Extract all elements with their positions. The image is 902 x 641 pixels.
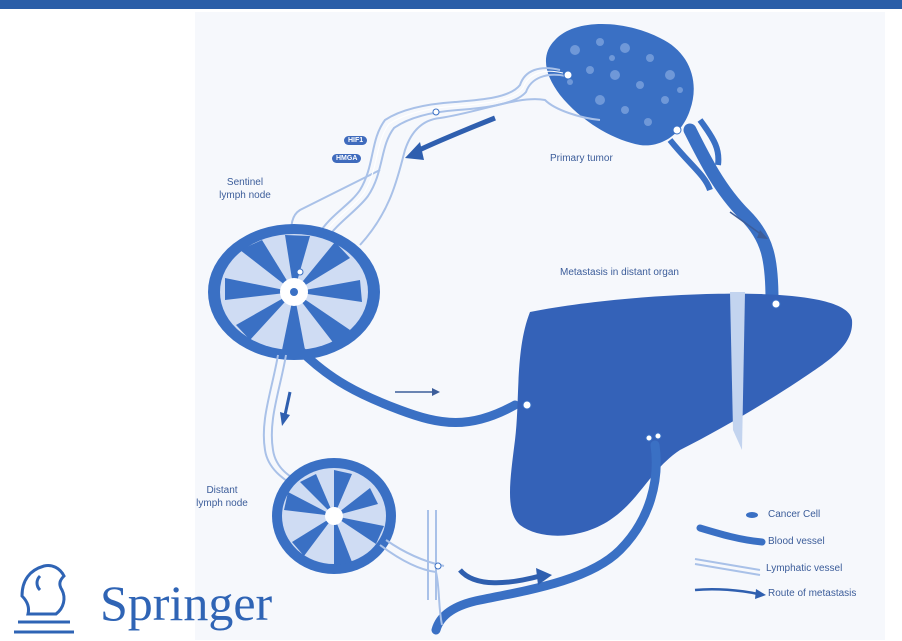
springer-brand-text: Springer (100, 574, 272, 632)
metastasis-label: Metastasis in distant organ (560, 266, 679, 279)
sentinel-node-label: Sentinel lymph node (210, 176, 280, 202)
distant-node-label-line2: lymph node (172, 497, 272, 510)
badge-1: HIF1 (344, 136, 367, 145)
legend-cancer-cell: Cancer Cell (768, 509, 820, 520)
legend-lymphatic-vessel: Lymphatic vessel (766, 563, 842, 574)
springer-logo-icon (14, 565, 74, 632)
distant-node-label-line1: Distant (172, 484, 272, 497)
sentinel-lymph-node (208, 224, 380, 360)
legend-route: Route of metastasis (768, 588, 856, 599)
badge-2: HMGA (332, 154, 361, 163)
sentinel-node-label-line2: lymph node (210, 189, 280, 202)
sentinel-node-label-line1: Sentinel (210, 176, 280, 189)
distant-node-label: Distant lymph node (172, 484, 272, 510)
distant-lymph-node (272, 458, 396, 574)
primary-tumor-label: Primary tumor (550, 152, 613, 165)
legend-blood-vessel: Blood vessel (768, 536, 825, 547)
